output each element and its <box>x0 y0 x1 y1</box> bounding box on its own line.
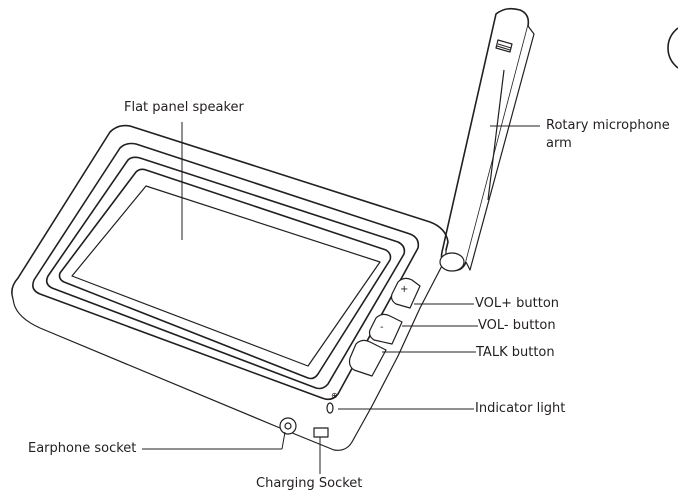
charging-socket <box>313 427 329 438</box>
arm-hinge <box>439 252 465 272</box>
grille-line <box>497 43 512 49</box>
label-vol-plus: VOL+ button <box>475 296 560 311</box>
label-vol-minus: VOL- button <box>478 318 556 333</box>
label-rotary-mic-arm-2: arm <box>546 136 572 151</box>
microphone-arm-groove <box>487 69 505 201</box>
microphone-arm-side <box>465 25 535 271</box>
grille-line <box>496 45 511 51</box>
earphone-socket-hole <box>284 422 292 430</box>
indicator-light <box>326 402 334 414</box>
minus-glyph: - <box>380 322 384 333</box>
label-indicator-light: Indicator light <box>475 401 566 416</box>
rotary-microphone-arm <box>440 7 530 272</box>
flat-panel-speaker <box>71 185 381 367</box>
speaker-frame-inner <box>58 168 392 380</box>
leader-earphone-tail <box>281 431 286 450</box>
talk-button-shape <box>348 339 387 377</box>
label-earphone-socket: Earphone socket <box>28 441 137 456</box>
label-rotary-mic-arm-1: Rotary microphone <box>546 118 670 133</box>
vol-minus-button-shape <box>368 313 403 345</box>
label-talk: TALK button <box>476 345 555 360</box>
label-flat-panel-speaker: Flat panel speaker <box>124 100 244 115</box>
indicator-symbol-icon: ⊕ <box>331 391 338 400</box>
label-charging-socket: Charging Socket <box>256 476 363 491</box>
speaker-frame-middle <box>45 156 406 390</box>
plus-glyph: + <box>400 284 408 295</box>
vol-plus-button-shape <box>390 277 421 309</box>
speaker-frame-outer <box>32 142 420 401</box>
page-edge-tab <box>667 27 678 69</box>
